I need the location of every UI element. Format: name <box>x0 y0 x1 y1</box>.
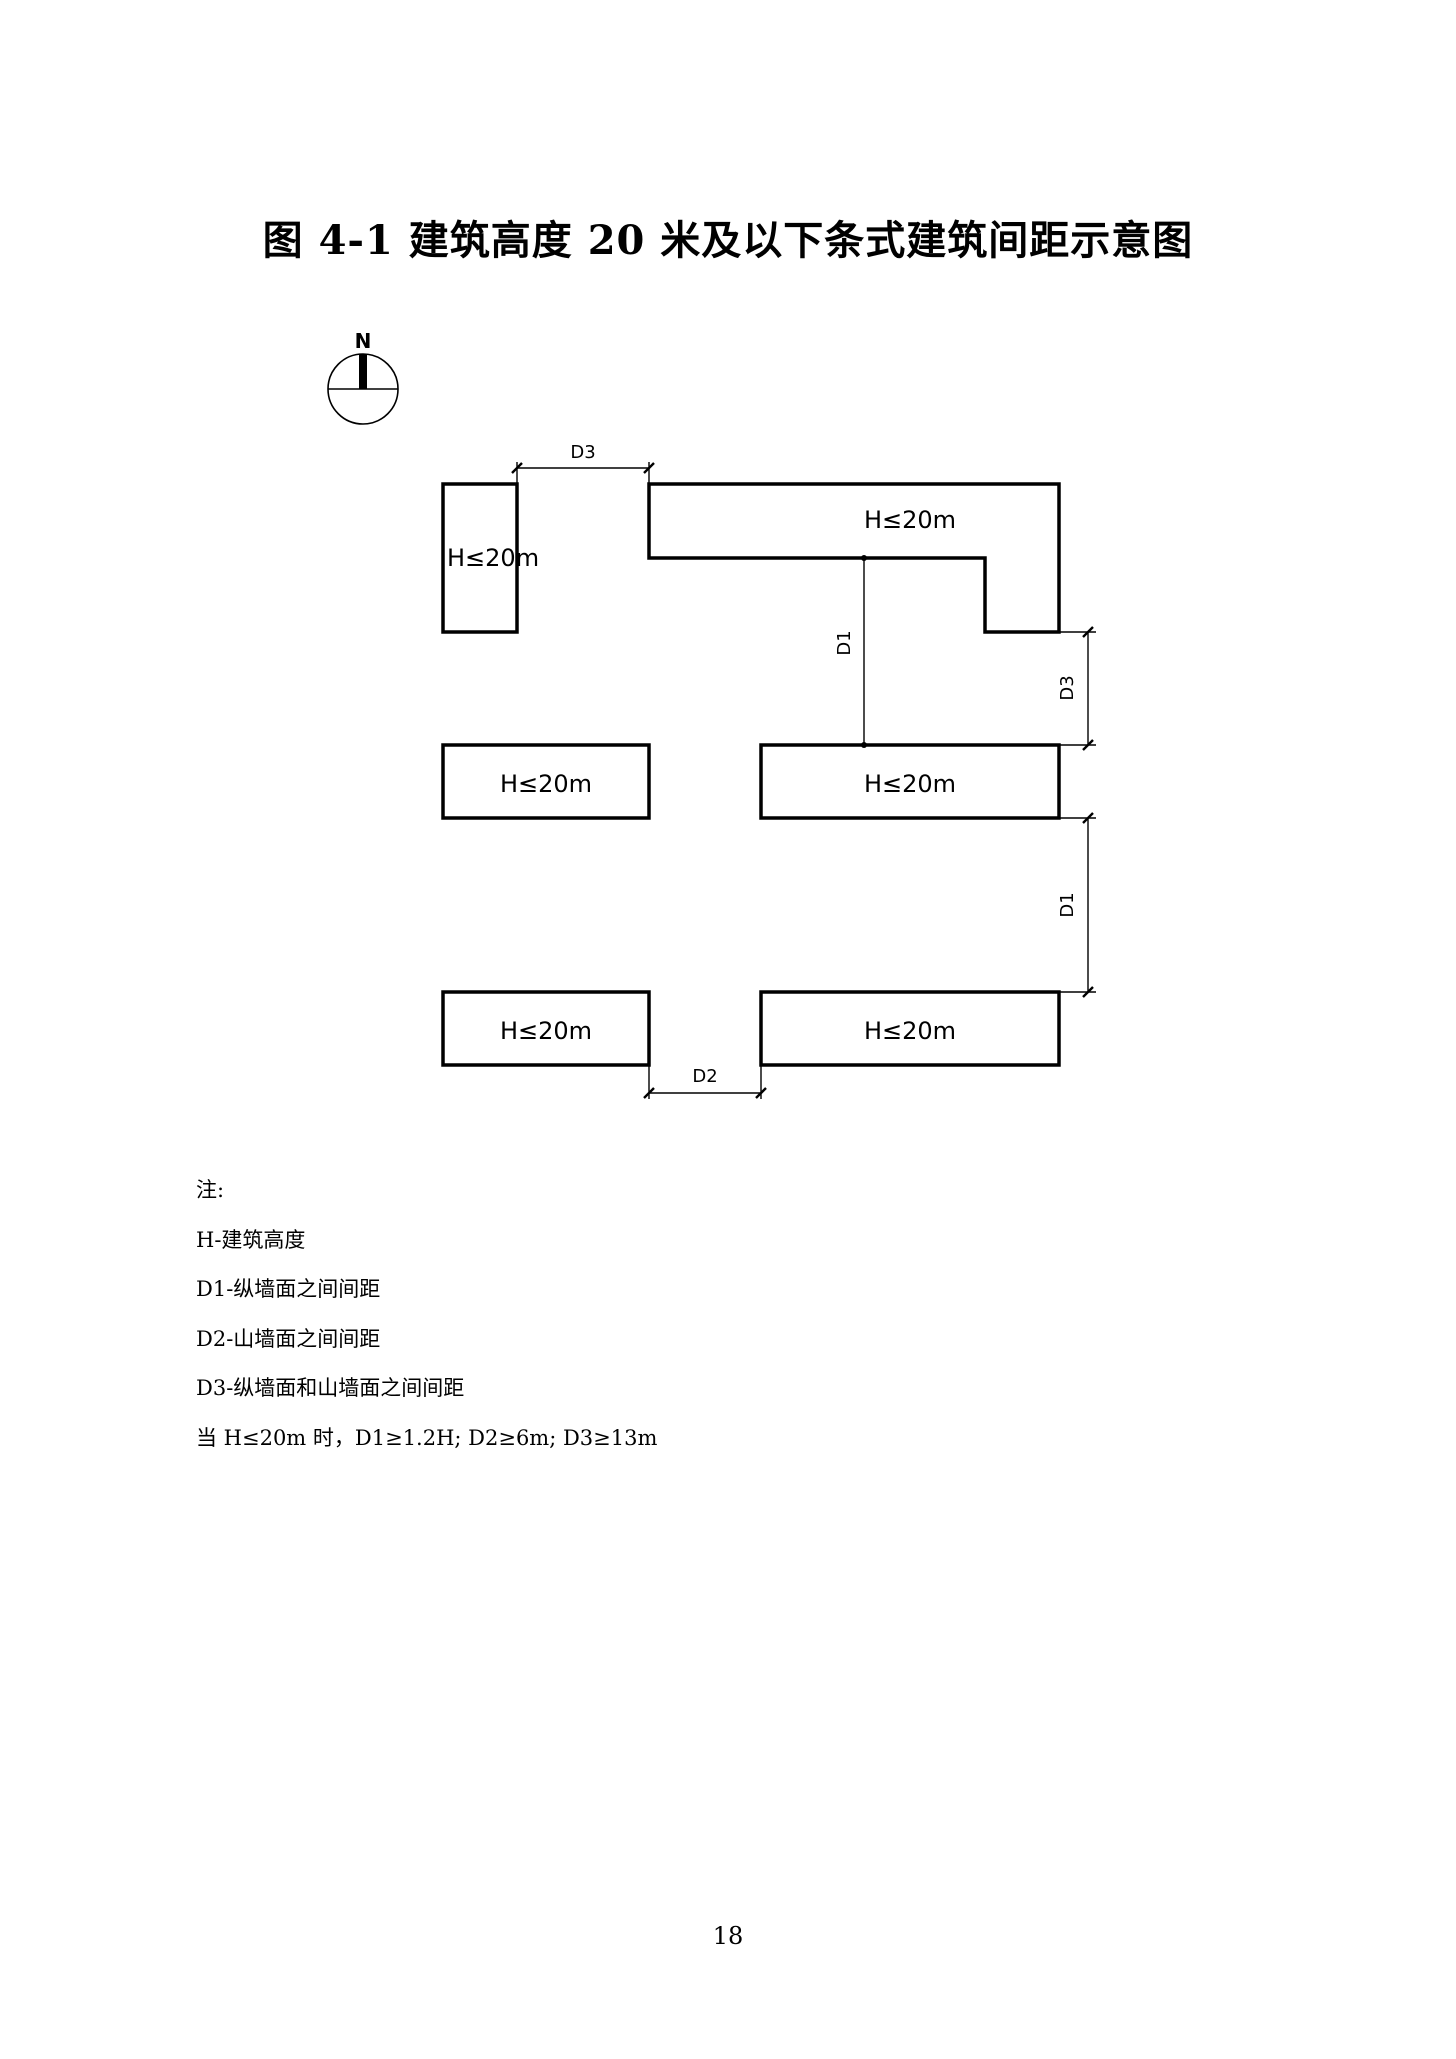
note-d1: D1-纵墙面之间间距 <box>196 1277 381 1302</box>
dimension-inner-d1: D1 <box>834 555 867 748</box>
dimension-label-right-d3: D3 <box>1057 675 1078 700</box>
notes: 注: H-建筑高度 D1-纵墙面之间间距 D2-山墙面之间间距 D3-纵墙面和山… <box>196 1166 657 1464</box>
dimension-label-bottom-d2: D2 <box>692 1066 717 1087</box>
dimension-label-inner-d1: D1 <box>834 630 855 655</box>
north-arrow-icon <box>359 354 367 389</box>
building-mid-left <box>441 743 651 820</box>
page-number: 18 <box>712 1922 744 1950</box>
building-l-shape <box>647 482 1061 634</box>
building-label-bottom-right: H≤20m <box>864 1017 956 1045</box>
note-d2: D2-山墙面之间间距 <box>196 1326 381 1351</box>
building-mid-right <box>759 743 1061 820</box>
building-bottom-right <box>759 990 1061 1067</box>
dimension-label-top-d3: D3 <box>570 442 595 463</box>
building-label-bottom-left: H≤20m <box>500 1017 592 1045</box>
note-heading: 注: <box>196 1178 225 1202</box>
building-label-mid-left: H≤20m <box>500 770 592 798</box>
building-label-l-shape: H≤20m <box>864 506 956 534</box>
note-rule: 当 H≤20m 时，D1≥1.2H; D2≥6m; D3≥13m <box>196 1425 658 1450</box>
north-label: N <box>355 329 372 353</box>
building-bottom-left <box>441 990 651 1067</box>
dimension-bottom-d2: D2 <box>643 1065 767 1099</box>
dimension-right-d1: D1 <box>1057 812 1096 998</box>
dimension-label-right-d1: D1 <box>1057 892 1078 917</box>
note-h: H-建筑高度 <box>196 1227 306 1252</box>
note-d3: D3-纵墙面和山墙面之间间距 <box>196 1376 465 1401</box>
building-label-tall-left: H≤20m <box>447 544 539 572</box>
north-compass: N <box>327 329 399 425</box>
dimension-right-d3: D3 <box>1057 626 1096 751</box>
building-label-mid-right: H≤20m <box>864 770 956 798</box>
page-title: 图 4-1 建筑高度 20 米及以下条式建筑间距示意图 <box>262 217 1194 264</box>
building-tall-left <box>441 482 519 634</box>
dimension-top-d3: D3 <box>511 442 655 484</box>
